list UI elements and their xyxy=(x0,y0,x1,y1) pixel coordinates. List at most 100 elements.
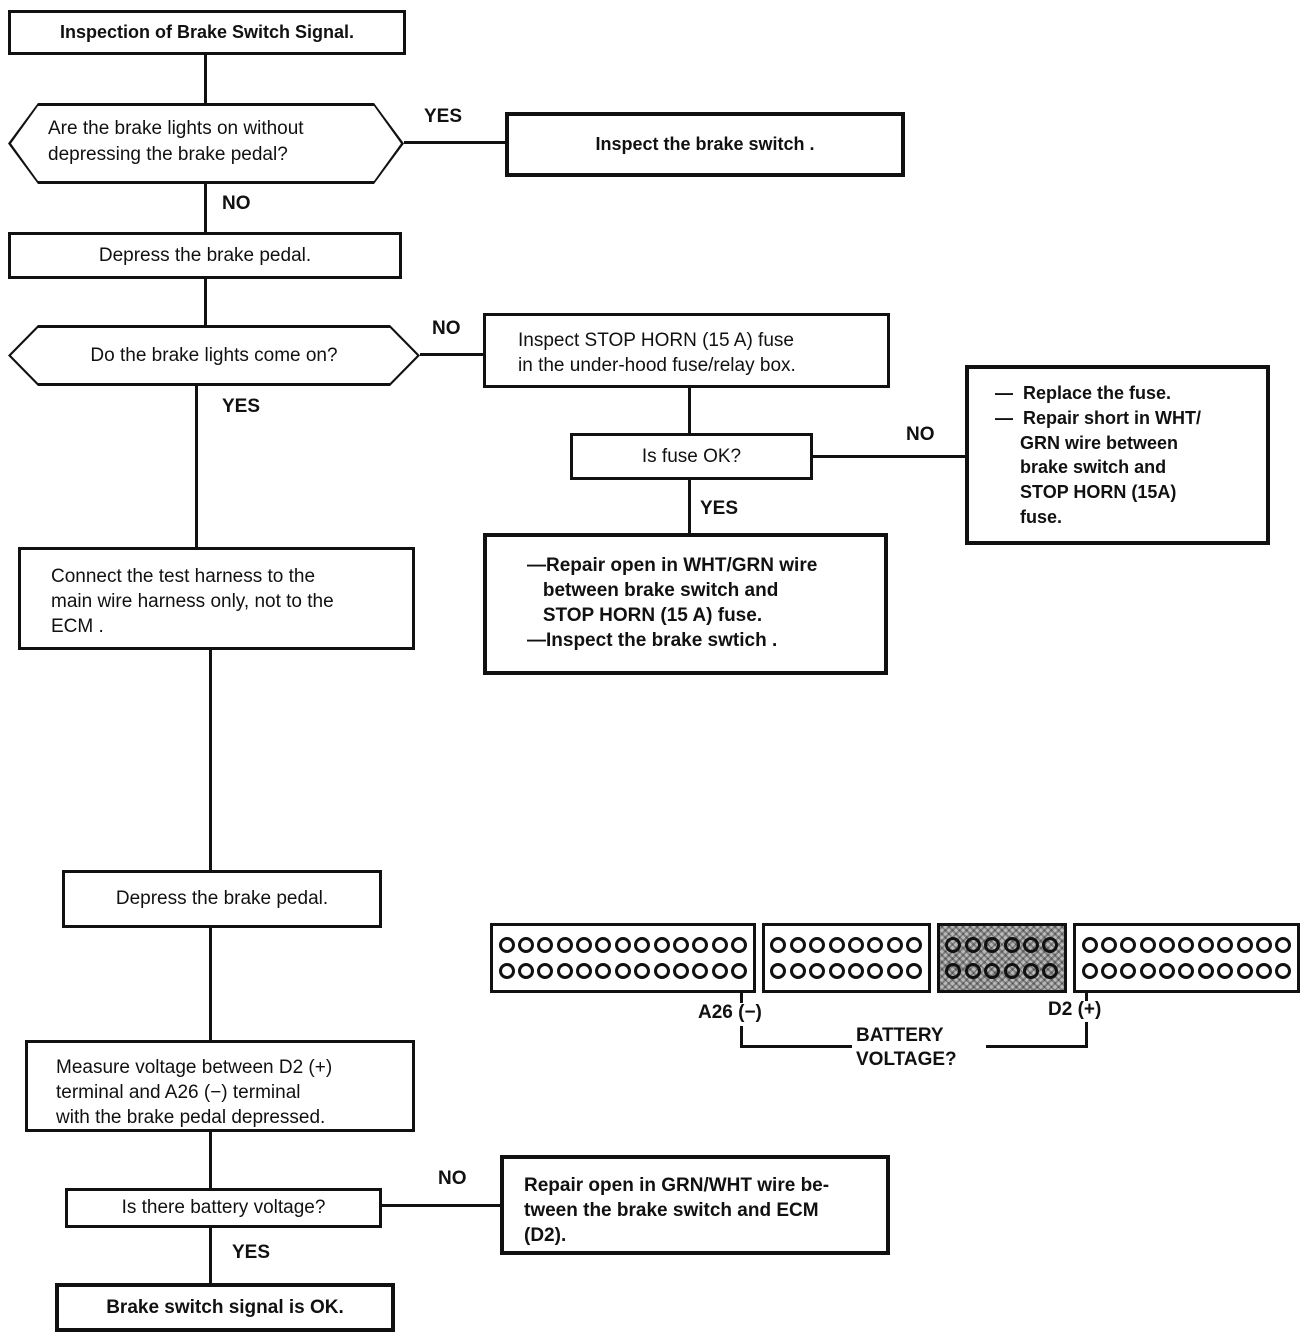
terminal-pin-icon xyxy=(537,937,554,954)
terminal-pin-icon xyxy=(498,937,515,954)
d2-bracket-line xyxy=(1085,1022,1088,1048)
terminal-pin-icon xyxy=(1139,962,1156,979)
terminal-pin-icon xyxy=(1022,937,1039,954)
node-question-fuse-ok: Is fuse OK? xyxy=(570,433,813,480)
line-q1-yes xyxy=(404,141,505,144)
node-title: Inspection of Brake Switch Signal. xyxy=(8,10,406,55)
hexagon-fill xyxy=(11,106,401,181)
line-q1-no xyxy=(204,184,207,232)
terminal-pin-icon xyxy=(1159,962,1176,979)
label-yes-q1: YES xyxy=(424,106,463,127)
connector-section-3 xyxy=(936,923,1067,993)
terminal-pin-icon xyxy=(1275,937,1292,954)
ecm-connector xyxy=(490,923,1300,993)
label-yes-q2: YES xyxy=(222,396,261,417)
terminal-pin-icon xyxy=(498,962,515,979)
terminal-pin-icon xyxy=(1003,962,1020,979)
terminal-pin-icon xyxy=(576,962,593,979)
terminal-pin-icon xyxy=(867,962,884,979)
terminal-pin-icon xyxy=(789,962,806,979)
connector-section-2 xyxy=(761,923,931,993)
node-depress-pedal-1: Depress the brake pedal. xyxy=(8,232,402,279)
terminal-pin-icon xyxy=(730,937,747,954)
terminal-pin-icon xyxy=(1178,962,1195,979)
terminal-pin-icon xyxy=(1100,937,1117,954)
question-text: Are the brake lights on without depressi… xyxy=(48,118,304,165)
terminal-pin-icon xyxy=(1042,937,1059,954)
line-connect-to-depress2 xyxy=(209,650,212,870)
connector-section-1 xyxy=(490,923,756,993)
terminal-pin-icon xyxy=(905,962,922,979)
terminal-pin-icon xyxy=(789,937,806,954)
terminal-pin-icon xyxy=(984,937,1001,954)
line-batteryq-no xyxy=(382,1204,500,1207)
terminal-pin-icon xyxy=(1100,962,1117,979)
question-text: Do the brake lights come on? xyxy=(90,344,338,366)
terminal-pin-icon xyxy=(1120,962,1137,979)
terminal-pin-icon xyxy=(1120,937,1137,954)
terminal-pin-icon xyxy=(1178,937,1195,954)
terminal-pin-icon xyxy=(595,962,612,979)
terminal-pin-icon xyxy=(828,937,845,954)
line-fuseok-no xyxy=(813,455,965,458)
terminal-pin-icon xyxy=(1275,962,1292,979)
line-measure-to-batteryq xyxy=(209,1132,212,1188)
a26-bracket-line xyxy=(740,1045,852,1048)
line-batteryq-yes xyxy=(209,1228,212,1283)
terminal-pin-icon xyxy=(634,937,651,954)
connector-pin-row xyxy=(769,937,924,954)
a26-leader-line xyxy=(740,993,743,1003)
line-fusebox-to-fuseok xyxy=(688,388,691,433)
node-question-lights-without-pedal: Are the brake lights on without depressi… xyxy=(8,103,404,184)
terminal-pin-icon xyxy=(692,962,709,979)
node-repair-open-grnwht: Repair open in GRN/WHT wire be- tween th… xyxy=(500,1155,890,1255)
line-q2-no xyxy=(420,353,483,356)
connector-pin-row xyxy=(497,937,749,954)
terminal-pin-icon xyxy=(867,937,884,954)
connector-section-4 xyxy=(1072,923,1300,993)
node-connect-test-harness: Connect the test harness to the main wir… xyxy=(18,547,415,650)
terminal-pin-icon xyxy=(984,962,1001,979)
terminal-pin-icon xyxy=(1139,937,1156,954)
connector-pin-row xyxy=(769,962,924,979)
terminal-pin-icon xyxy=(1159,937,1176,954)
terminal-pin-icon xyxy=(770,937,787,954)
a26-bracket-line xyxy=(740,1026,743,1048)
terminal-pin-icon xyxy=(847,937,864,954)
node-depress-pedal-2: Depress the brake pedal. xyxy=(62,870,382,928)
connector-pin-row xyxy=(1080,937,1293,954)
node-question-lights-come-on: Do the brake lights come on? xyxy=(8,325,420,386)
terminal-pin-icon xyxy=(964,937,981,954)
terminal-pin-icon xyxy=(556,937,573,954)
line-depress2-to-measure xyxy=(209,928,212,1040)
node-signal-ok: Brake switch signal is OK. xyxy=(55,1283,395,1332)
terminal-pin-icon xyxy=(905,937,922,954)
connector-pin-row xyxy=(944,962,1060,979)
terminal-pin-icon xyxy=(886,962,903,979)
terminal-pin-icon xyxy=(672,937,689,954)
terminal-pin-icon xyxy=(828,962,845,979)
hexagon-fill xyxy=(11,328,417,383)
terminal-pin-icon xyxy=(1255,962,1272,979)
terminal-pin-icon xyxy=(556,962,573,979)
label-no-batteryq: NO xyxy=(438,1168,467,1189)
label-yes-batteryq: YES xyxy=(232,1242,271,1263)
node-replace-fuse-repair-short: — Replace the fuse. — Repair short in WH… xyxy=(965,365,1270,545)
terminal-pin-icon xyxy=(886,937,903,954)
terminal-pin-icon xyxy=(1042,962,1059,979)
terminal-pin-icon xyxy=(1236,937,1253,954)
a26-terminal-label: A26 (−) xyxy=(698,1002,762,1023)
terminal-pin-icon xyxy=(1236,962,1253,979)
terminal-pin-icon xyxy=(711,937,728,954)
line-q2-yes xyxy=(195,386,198,547)
label-yes-fuseok: YES xyxy=(700,498,739,519)
terminal-pin-icon xyxy=(1022,962,1039,979)
terminal-pin-icon xyxy=(1217,962,1234,979)
terminal-pin-icon xyxy=(1197,937,1214,954)
terminal-pin-icon xyxy=(964,962,981,979)
terminal-pin-icon xyxy=(711,962,728,979)
label-no-fuseok: NO xyxy=(906,424,935,445)
battery-voltage-question: BATTERY VOLTAGE? xyxy=(856,1025,957,1070)
terminal-pin-icon xyxy=(614,937,631,954)
